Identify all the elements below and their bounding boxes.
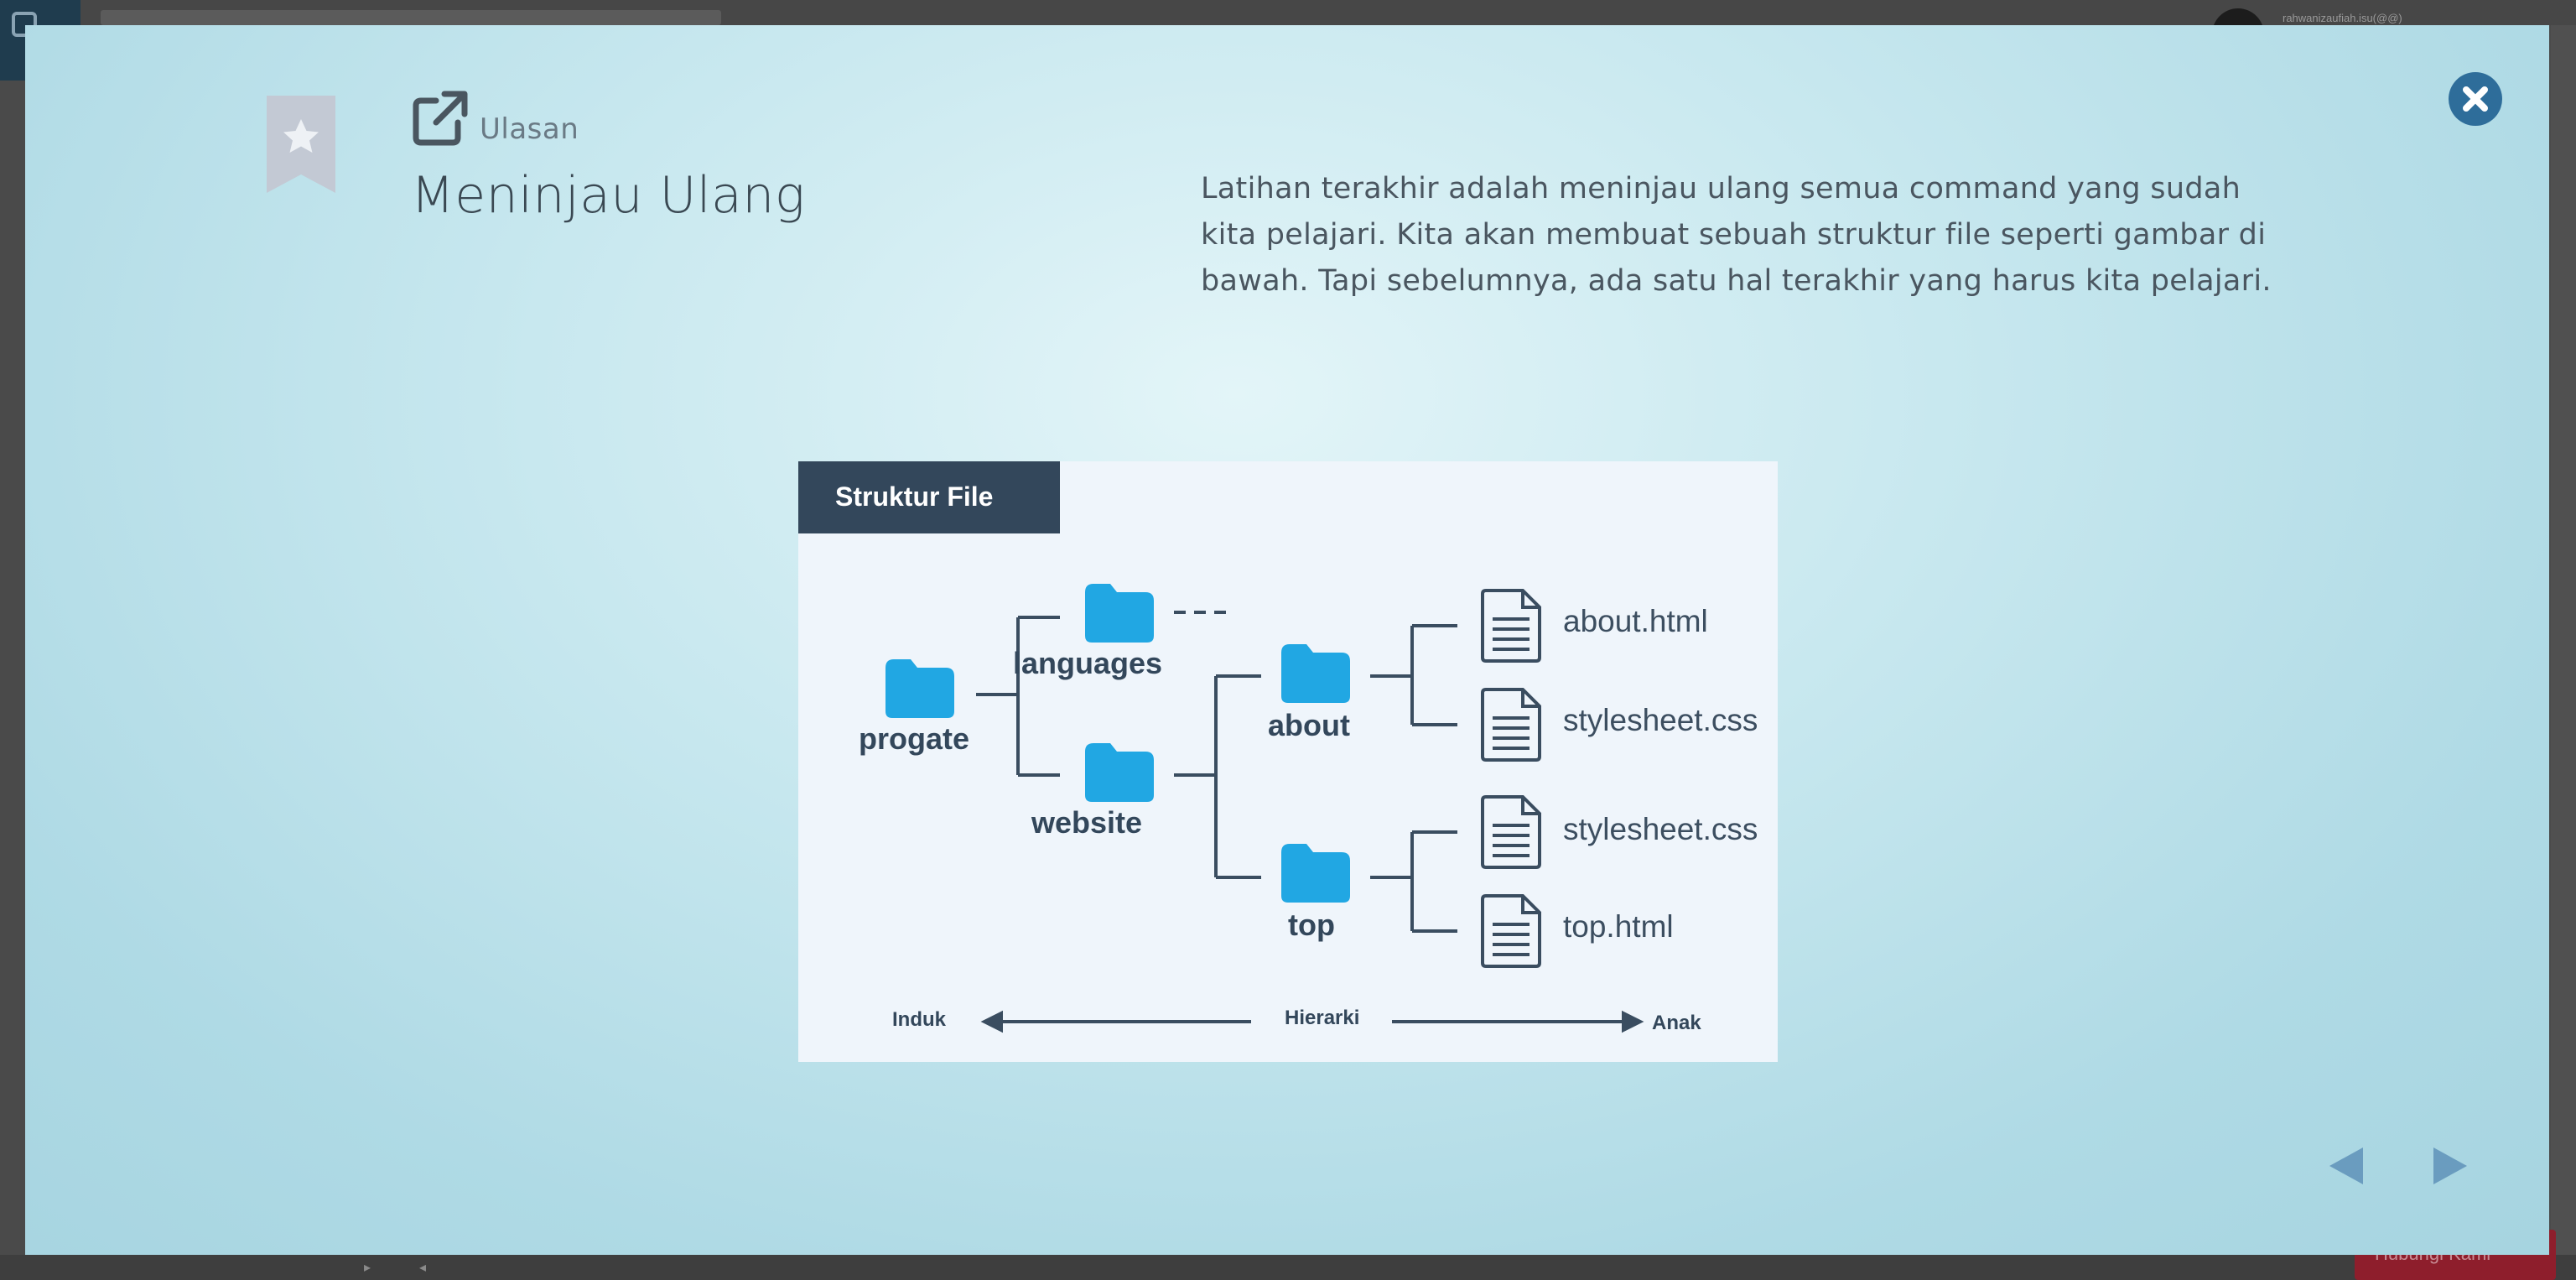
close-button[interactable] <box>2449 72 2502 126</box>
triangle-right-icon <box>2433 1147 2467 1184</box>
axis-label-parent: Induk <box>892 1008 946 1031</box>
file-icon <box>1481 589 1541 663</box>
file-label-top-html: top.html <box>1563 909 1674 944</box>
folder-label-root: progate <box>859 721 970 756</box>
figure-header: Struktur File <box>798 461 1060 533</box>
prev-slide-button[interactable] <box>2323 1141 2373 1191</box>
file-icon <box>1481 795 1541 869</box>
background-searchbar <box>101 10 721 25</box>
background-bottombar <box>0 1255 2576 1280</box>
background-scroll-track <box>2551 25 2576 1255</box>
file-tree-diagram <box>886 584 1644 1033</box>
file-label-top-css: stylesheet.css <box>1563 812 1758 846</box>
section-label: Ulasan <box>480 112 579 146</box>
file-icon <box>1481 894 1541 968</box>
page-title: Meninjau Ulang <box>411 166 806 225</box>
triangle-left-icon <box>2329 1147 2363 1184</box>
folder-label-languages: languages <box>1013 646 1163 680</box>
folder-label-top: top <box>1288 908 1335 942</box>
folder-icon <box>1085 743 1154 802</box>
file-label-about-html: about.html <box>1563 604 1708 638</box>
folder-icon <box>1281 844 1350 903</box>
axis-label-child: Anak <box>1652 1012 1701 1034</box>
background-username: rahwanizaufiah.isu(@@) <box>2283 12 2402 24</box>
lesson-description: Latihan terakhir adalah meninjau ulang s… <box>1201 172 2272 298</box>
external-link-icon <box>413 91 468 146</box>
file-icon <box>1481 688 1541 762</box>
next-slide-button[interactable] <box>2423 1141 2474 1191</box>
bookmark-star-icon[interactable] <box>267 96 335 193</box>
folder-label-website: website <box>1031 805 1143 840</box>
axis-label-hierarchy: Hierarki <box>1285 1007 1360 1029</box>
folder-label-about: about <box>1268 708 1350 742</box>
figure-header-label: Struktur File <box>835 481 994 512</box>
file-label-about-css: stylesheet.css <box>1563 703 1758 737</box>
logo-icon <box>12 12 37 37</box>
scroll-right-icon: ▸ <box>364 1259 371 1275</box>
close-icon <box>2463 86 2488 112</box>
file-structure-figure: Struktur File <box>798 461 1778 1062</box>
scroll-left-icon: ◂ <box>419 1259 427 1275</box>
folder-icon <box>886 659 954 718</box>
lesson-modal: Ulasan Meninjau Ulang Latihan terakhir a… <box>25 25 2549 1255</box>
folder-icon <box>1085 584 1154 643</box>
folder-icon <box>1281 644 1350 703</box>
